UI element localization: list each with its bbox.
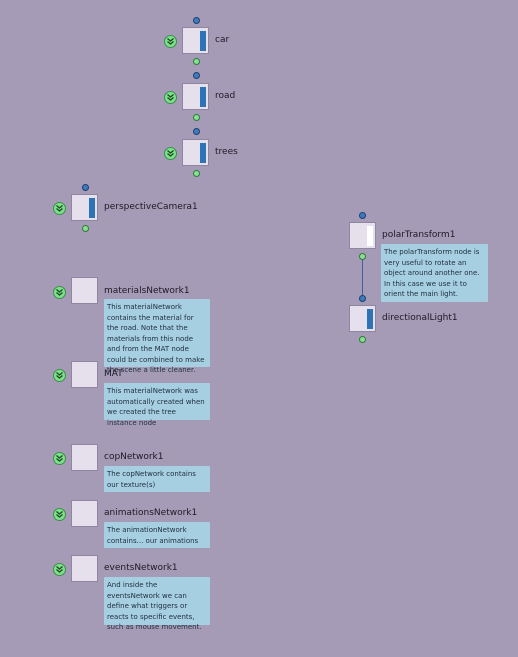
input-port[interactable] — [193, 128, 200, 135]
node-label[interactable]: animationsNetwork1 — [104, 508, 198, 518]
expand-badge-icon[interactable] — [53, 369, 66, 382]
node-tile[interactable] — [71, 277, 98, 304]
node-tile[interactable] — [71, 361, 98, 388]
node-label[interactable]: perspectiveCamera1 — [104, 202, 198, 212]
display-flag[interactable] — [89, 198, 95, 218]
node-tile[interactable] — [71, 444, 98, 471]
output-port[interactable] — [193, 58, 200, 65]
node-tile[interactable] — [71, 194, 98, 221]
input-port[interactable] — [359, 295, 366, 302]
node-comment: The animationNetwork contains... our ani… — [104, 522, 210, 548]
input-port[interactable] — [193, 72, 200, 79]
node-tile[interactable] — [182, 139, 209, 166]
expand-badge-icon[interactable] — [53, 202, 66, 215]
display-flag[interactable] — [367, 309, 373, 329]
node-comment: This materialNetwork contains the materi… — [104, 299, 210, 374]
node-tile[interactable] — [182, 27, 209, 54]
node-tile[interactable] — [182, 83, 209, 110]
node-label[interactable]: eventsNetwork1 — [104, 563, 178, 573]
node-comment: And inside the eventsNetwork we can defi… — [104, 577, 210, 631]
display-flag[interactable] — [200, 31, 206, 51]
expand-badge-icon[interactable] — [53, 508, 66, 521]
input-port[interactable] — [82, 184, 89, 191]
input-port[interactable] — [359, 212, 366, 219]
expand-badge-icon[interactable] — [53, 286, 66, 299]
connection-wire[interactable] — [362, 258, 363, 298]
output-port[interactable] — [193, 114, 200, 121]
output-port[interactable] — [82, 225, 89, 232]
node-label[interactable]: trees — [215, 147, 238, 157]
expand-badge-icon[interactable] — [164, 91, 177, 104]
node-label[interactable]: copNetwork1 — [104, 452, 164, 462]
output-port[interactable] — [359, 253, 366, 260]
node-comment: This materialNetwork was automatically c… — [104, 383, 210, 427]
node-label[interactable]: MAT — [104, 369, 123, 379]
expand-badge-icon[interactable] — [164, 35, 177, 48]
output-port[interactable] — [193, 170, 200, 177]
node-label[interactable]: road — [215, 91, 236, 101]
node-label[interactable]: directionalLight1 — [382, 313, 458, 323]
node-comment: The polarTransform node is very useful t… — [381, 244, 488, 302]
output-port[interactable] — [359, 336, 366, 343]
input-port[interactable] — [193, 17, 200, 24]
display-flag[interactable] — [200, 87, 206, 107]
node-tile[interactable] — [349, 305, 376, 332]
display-flag[interactable] — [200, 143, 206, 163]
node-tile[interactable] — [349, 222, 376, 249]
expand-badge-icon[interactable] — [53, 452, 66, 465]
node-tile[interactable] — [71, 555, 98, 582]
node-tile[interactable] — [71, 500, 98, 527]
node-comment: The copNetwork contains our texture(s) — [104, 466, 210, 492]
node-label[interactable]: polarTransform1 — [382, 230, 456, 240]
node-label[interactable]: materialsNetwork1 — [104, 286, 190, 296]
expand-badge-icon[interactable] — [53, 563, 66, 576]
display-flag[interactable] — [367, 226, 373, 246]
expand-badge-icon[interactable] — [164, 147, 177, 160]
node-label[interactable]: car — [215, 35, 230, 45]
